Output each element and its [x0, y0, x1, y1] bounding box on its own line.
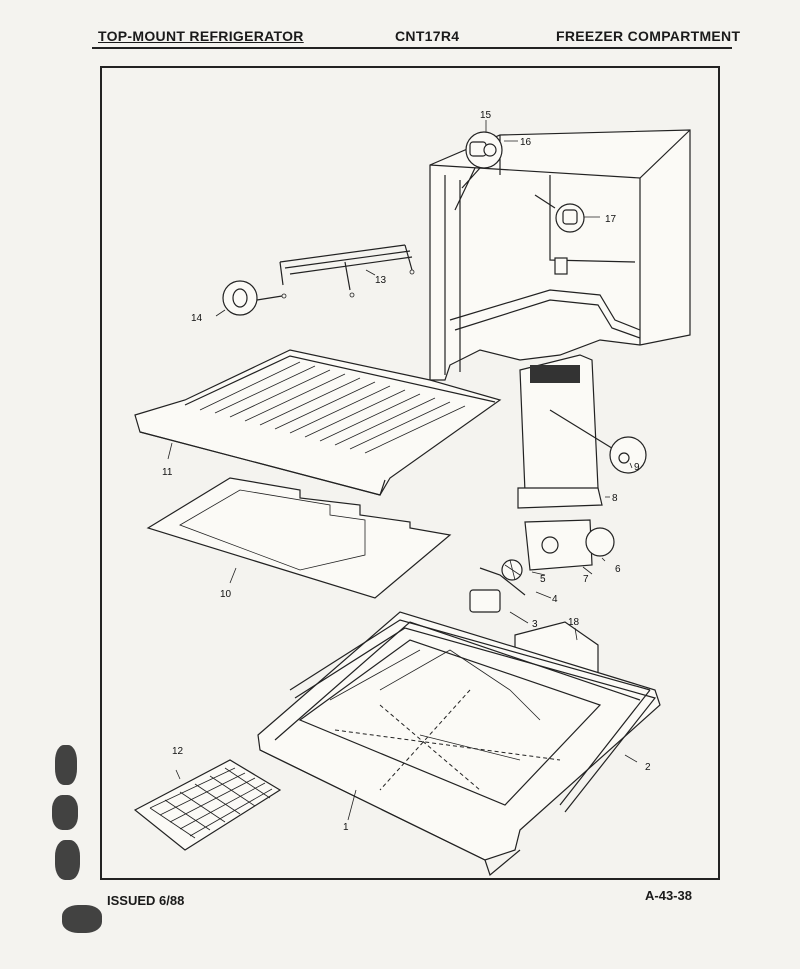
air-duct-8	[517, 354, 647, 509]
scan-smudge	[62, 905, 102, 933]
callout-10: 10	[220, 589, 232, 600]
scan-smudge	[55, 745, 77, 785]
header-product-line: TOP-MOUNT REFRIGERATOR	[98, 28, 304, 44]
scan-smudge	[55, 840, 80, 880]
document-number: A-43-38	[645, 888, 692, 903]
callout-5: 5	[540, 574, 546, 585]
shelf-support-detail	[222, 280, 283, 316]
callout-9: 9	[634, 462, 640, 473]
callout-18: 18	[568, 617, 580, 628]
ice-tray-12	[133, 759, 282, 851]
callout-15: 15	[480, 110, 492, 121]
callout-16: 16	[520, 137, 532, 148]
scan-smudge	[52, 795, 78, 830]
header-rule	[92, 47, 732, 49]
header-section-title: FREEZER COMPARTMENT	[556, 28, 741, 44]
damper-control-detail	[534, 194, 585, 233]
callout-12: 12	[172, 746, 184, 757]
liner-panel-10	[146, 477, 452, 599]
freezer-shelf-11	[134, 349, 502, 496]
freezer-floor-1	[257, 611, 661, 877]
frame-rail-2	[289, 619, 657, 813]
light-socket-detail	[454, 131, 503, 211]
callout-11: 11	[162, 467, 173, 478]
callout-2: 2	[645, 762, 651, 773]
callout-1: 1	[343, 822, 349, 833]
callout-4: 4	[552, 594, 558, 605]
freezer-cabinet	[429, 129, 691, 381]
callout-14: 14	[191, 313, 203, 324]
callout-3: 3	[532, 619, 538, 630]
callout-13: 13	[375, 275, 387, 286]
diagram-frame	[100, 66, 720, 880]
callout-8: 8	[612, 493, 618, 504]
callout-6: 6	[615, 564, 621, 575]
leader-lines	[167, 120, 638, 821]
issued-date: ISSUED 6/88	[107, 893, 185, 908]
fan-assembly	[469, 519, 615, 613]
header-model-number: CNT17R4	[395, 28, 460, 44]
callout-7: 7	[583, 574, 589, 585]
callout-17: 17	[605, 214, 617, 225]
wire-shelf-13	[279, 244, 415, 299]
